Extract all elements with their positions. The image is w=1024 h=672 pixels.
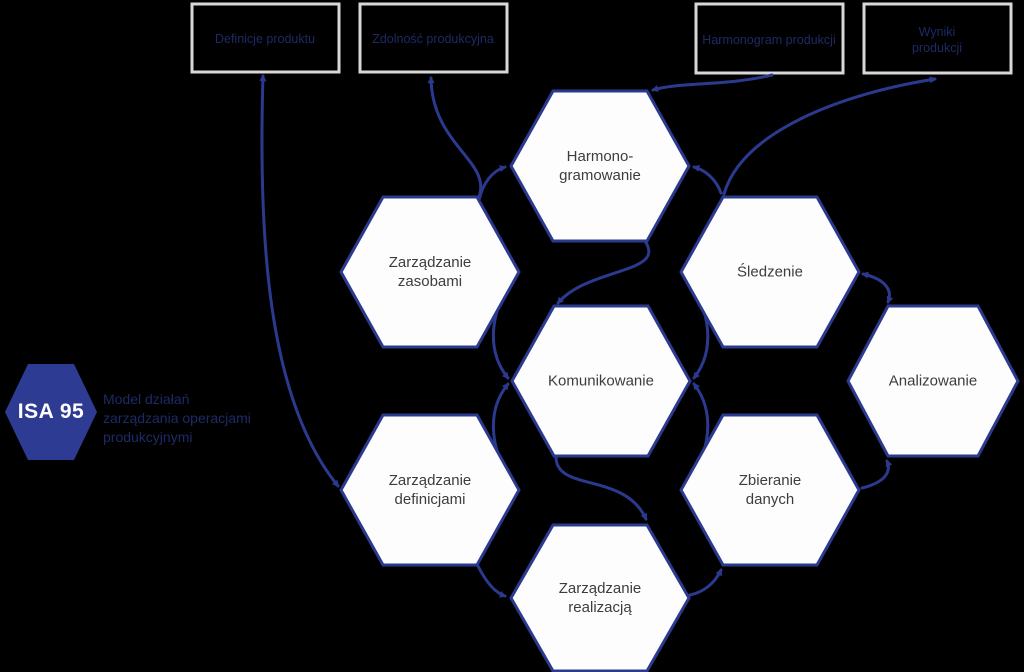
label-definicje-line1: Zarządzanie [388, 472, 472, 489]
arrow-zasoby-harmonogramowanie [477, 165, 507, 202]
box-wyniki-produkcji [862, 2, 1013, 75]
label-zasoby-line2: zasobami [397, 273, 463, 290]
box-label-zdolnosc-produkcyjna: Zdolność produkcyjna [372, 32, 494, 46]
label-realizacja-line1: Zarządzanie [558, 580, 642, 597]
label-zbieranie-line1: Zbieranie [738, 472, 802, 489]
arrow-sledzenie-harmonogramowanie [692, 165, 723, 195]
label-zbieranie-danych: Zbieranie danych [739, 471, 802, 509]
box-label-harmonogram-produkcji: Harmonogram produkcji [702, 33, 836, 47]
box-label-wyniki-produkcji: Wyniki produkcji [912, 24, 962, 56]
arrow-definicje-realizacja [476, 564, 507, 598]
caption-line3: produkcyjnymi [103, 429, 193, 445]
label-zarzadzanie-zasobami: Zarządzanie zasobami [389, 253, 472, 291]
hexagon-harmonogramowanie [509, 89, 691, 243]
box-label-wyniki-line1: Wyniki [918, 25, 956, 39]
arrow-sledzenie-wyniki-produkcji [722, 76, 937, 196]
box-harmonogram-produkcji [694, 2, 845, 75]
label-harmonogramowanie-line2: gramowanie [559, 167, 641, 184]
hexagon-zarzadzanie-realizacja [509, 523, 691, 672]
arrow-sledzenie-analizowanie [861, 271, 894, 304]
label-zarzadzanie-definicjami: Zarządzanie definicjami [389, 471, 472, 509]
hexagon-zarzadzanie-definicjami [339, 413, 521, 567]
hexagon-zbieranie-danych [679, 413, 861, 567]
label-harmonogramowanie-line1: Harmono- [566, 148, 634, 165]
label-zasoby-line1: Zarządzanie [388, 254, 472, 271]
arrow-harmonogram-produkcji-harmonogramowanie [651, 73, 774, 92]
label-harmonogramowanie: Harmono- gramowanie [559, 147, 641, 185]
hexagon-komunikowanie [510, 304, 692, 458]
label-analizowanie: Analizowanie [888, 372, 978, 390]
label-zarzadzanie-realizacja: Zarządzanie realizacją [559, 579, 642, 617]
box-definicje-produktu [190, 2, 341, 74]
label-realizacja-line2: realizacją [568, 599, 632, 616]
label-zbieranie-line2: danych [745, 491, 795, 508]
arrow-zasoby-zdolnosc-produkcyjna [427, 76, 483, 204]
label-definicje-line2: definicjami [394, 491, 466, 508]
diagram-caption: Model działań zarządzania operacjami pro… [103, 390, 251, 447]
box-zdolnosc-produkcyjna [358, 2, 509, 74]
hexagon-sledzenie [679, 195, 861, 349]
hexagon-zarzadzanie-zasobami [339, 195, 521, 349]
isa95-badge-label: ISA 95 [17, 400, 85, 423]
isa95-badge-hexagon [5, 364, 97, 460]
caption-line2: zarządzania operacjami [103, 410, 251, 426]
arrow-realizacja-zbieranie [688, 568, 723, 597]
arrow-zbieranie-analizowanie [860, 459, 893, 490]
arrow-definicje-produktu-definicjami [259, 74, 340, 488]
arrow-komunikowanie-realizacja [554, 455, 648, 521]
label-komunikowanie: Komunikowanie [548, 372, 654, 390]
box-label-definicje-produktu: Definicje produktu [214, 32, 316, 46]
arrow-harmonogramowanie-komunikowanie [556, 239, 651, 305]
label-sledzenie: Śledzenie [737, 263, 803, 281]
box-label-wyniki-line2: produkcji [911, 41, 963, 55]
hexagon-analizowanie [846, 304, 1020, 458]
caption-line1: Model działań [103, 391, 190, 407]
